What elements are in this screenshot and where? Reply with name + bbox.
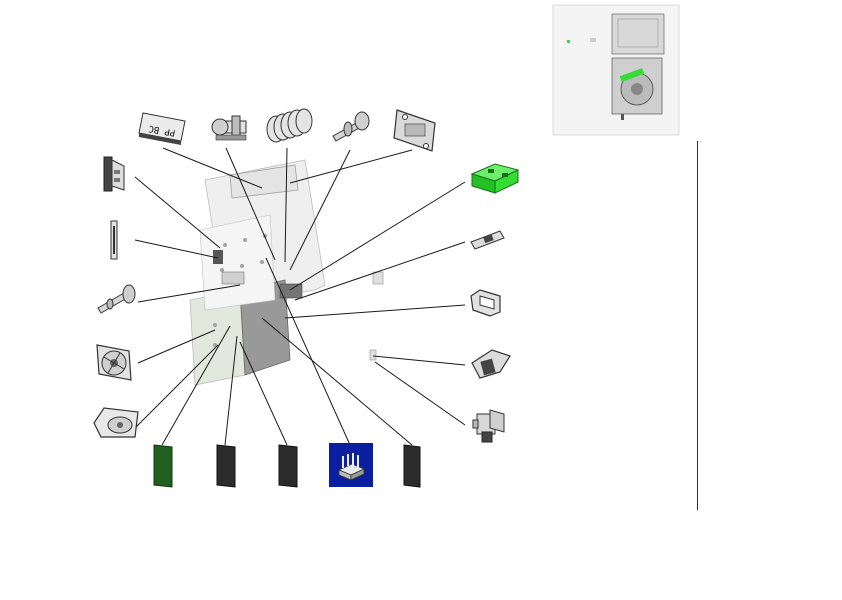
overview-thumbnail-icon bbox=[552, 4, 680, 136]
clip-bracket-icon bbox=[470, 289, 501, 317]
dark-board-icon-3 bbox=[403, 444, 421, 488]
side-bracket-icon bbox=[103, 156, 125, 192]
mounting-plate-icon bbox=[393, 109, 436, 152]
assembly-icon bbox=[189, 159, 384, 386]
dark-board-icon-2 bbox=[278, 444, 298, 488]
label-plate-text: PP BC bbox=[148, 123, 176, 138]
dark-board-icon-1 bbox=[216, 444, 236, 488]
spring-icon bbox=[266, 108, 313, 143]
latch-assembly-icon bbox=[472, 409, 505, 443]
holder-icon bbox=[471, 349, 511, 379]
latch-bracket-icon bbox=[211, 115, 247, 141]
green-board-icon bbox=[153, 444, 173, 488]
divider-line bbox=[697, 141, 698, 510]
screw-icon bbox=[332, 111, 370, 142]
fan-housing-icon bbox=[93, 407, 139, 438]
label-plate-icon bbox=[138, 112, 186, 145]
green-module-icon bbox=[470, 163, 520, 194]
heatsink-icon bbox=[329, 443, 373, 487]
long-screw-icon bbox=[97, 284, 136, 314]
connector-icon bbox=[470, 230, 505, 250]
rail-icon bbox=[110, 220, 118, 260]
fan-icon bbox=[96, 344, 132, 381]
leader-lines bbox=[134, 147, 466, 446]
